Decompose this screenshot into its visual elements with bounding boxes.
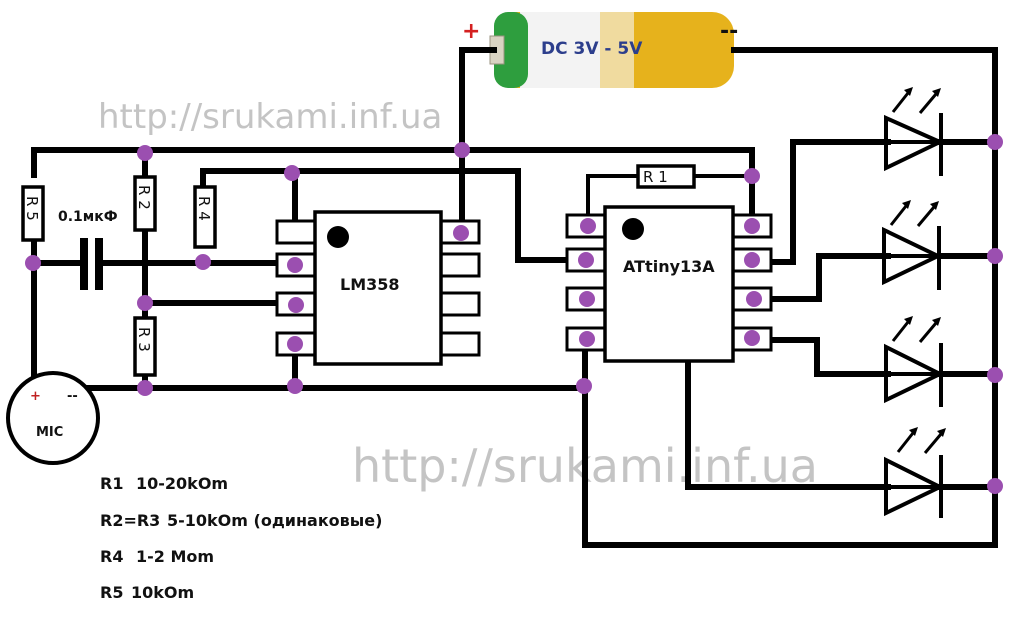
- component-legend: R1 10-20kOm R2=R3 5-10kOm (одинаковые) R…: [100, 474, 382, 602]
- battery-body: [520, 12, 600, 88]
- mic-label: MIC: [36, 425, 63, 440]
- svg-text:R 1: R 1: [643, 168, 668, 186]
- battery-label: DC 3V - 5V: [541, 39, 643, 59]
- battery-plus: +: [462, 19, 480, 44]
- mic-minus: --: [67, 389, 78, 404]
- led-4: [884, 427, 946, 518]
- battery: DC 3V - 5V + --: [462, 12, 738, 88]
- light-arrows-icon: [891, 316, 941, 343]
- ic-lm358: LM358: [275, 210, 481, 366]
- attiny-label: ATtiny13A: [623, 257, 715, 276]
- svg-text:R 5: R 5: [23, 196, 41, 221]
- legend-r1-ref: R1: [100, 474, 123, 493]
- legend-r4-value: 1-2 Mom: [136, 547, 214, 566]
- capacitor: 0.1мкФ: [58, 209, 118, 290]
- legend-r2r3-value: 5-10kOm (одинаковые): [167, 511, 382, 530]
- light-arrows-icon: [891, 87, 941, 114]
- pin1-marker-icon: [327, 226, 349, 248]
- legend-r1-value: 10-20kOm: [136, 474, 228, 493]
- svg-text:R 4: R 4: [195, 196, 213, 221]
- light-arrows-icon: [896, 427, 946, 454]
- legend-r4-ref: R4: [100, 547, 123, 566]
- pin1-marker-icon: [622, 218, 644, 240]
- capacitor-label: 0.1мкФ: [58, 209, 118, 225]
- battery-green-cap: [494, 12, 528, 88]
- resistor-r2: R 2: [133, 175, 157, 232]
- microphone: + -- MIC: [6, 371, 100, 465]
- ic-attiny13a: ATtiny13A: [565, 205, 773, 363]
- resistor-r5: R 5: [21, 185, 45, 242]
- led-1: [884, 87, 945, 176]
- legend-r2r3-ref: R2=R3: [100, 511, 160, 530]
- resistor-r4: R 4: [193, 185, 217, 249]
- led-3: [884, 316, 945, 407]
- junction-dots: [25, 134, 1003, 494]
- lm358-label: LM358: [340, 275, 400, 294]
- mic-plus: +: [30, 389, 41, 404]
- led-2: [882, 200, 943, 290]
- watermark-top: http://srukami.inf.ua: [98, 97, 442, 137]
- svg-text:R 3: R 3: [135, 327, 153, 352]
- battery-minus: --: [720, 19, 738, 44]
- legend-r5-value: 10kOm: [131, 583, 194, 602]
- resistor-r3: R 3: [133, 316, 157, 377]
- legend-r5-ref: R5: [100, 583, 123, 602]
- resistor-r1: R 1: [636, 164, 696, 189]
- svg-text:R 2: R 2: [135, 185, 153, 210]
- light-arrows-icon: [889, 200, 939, 227]
